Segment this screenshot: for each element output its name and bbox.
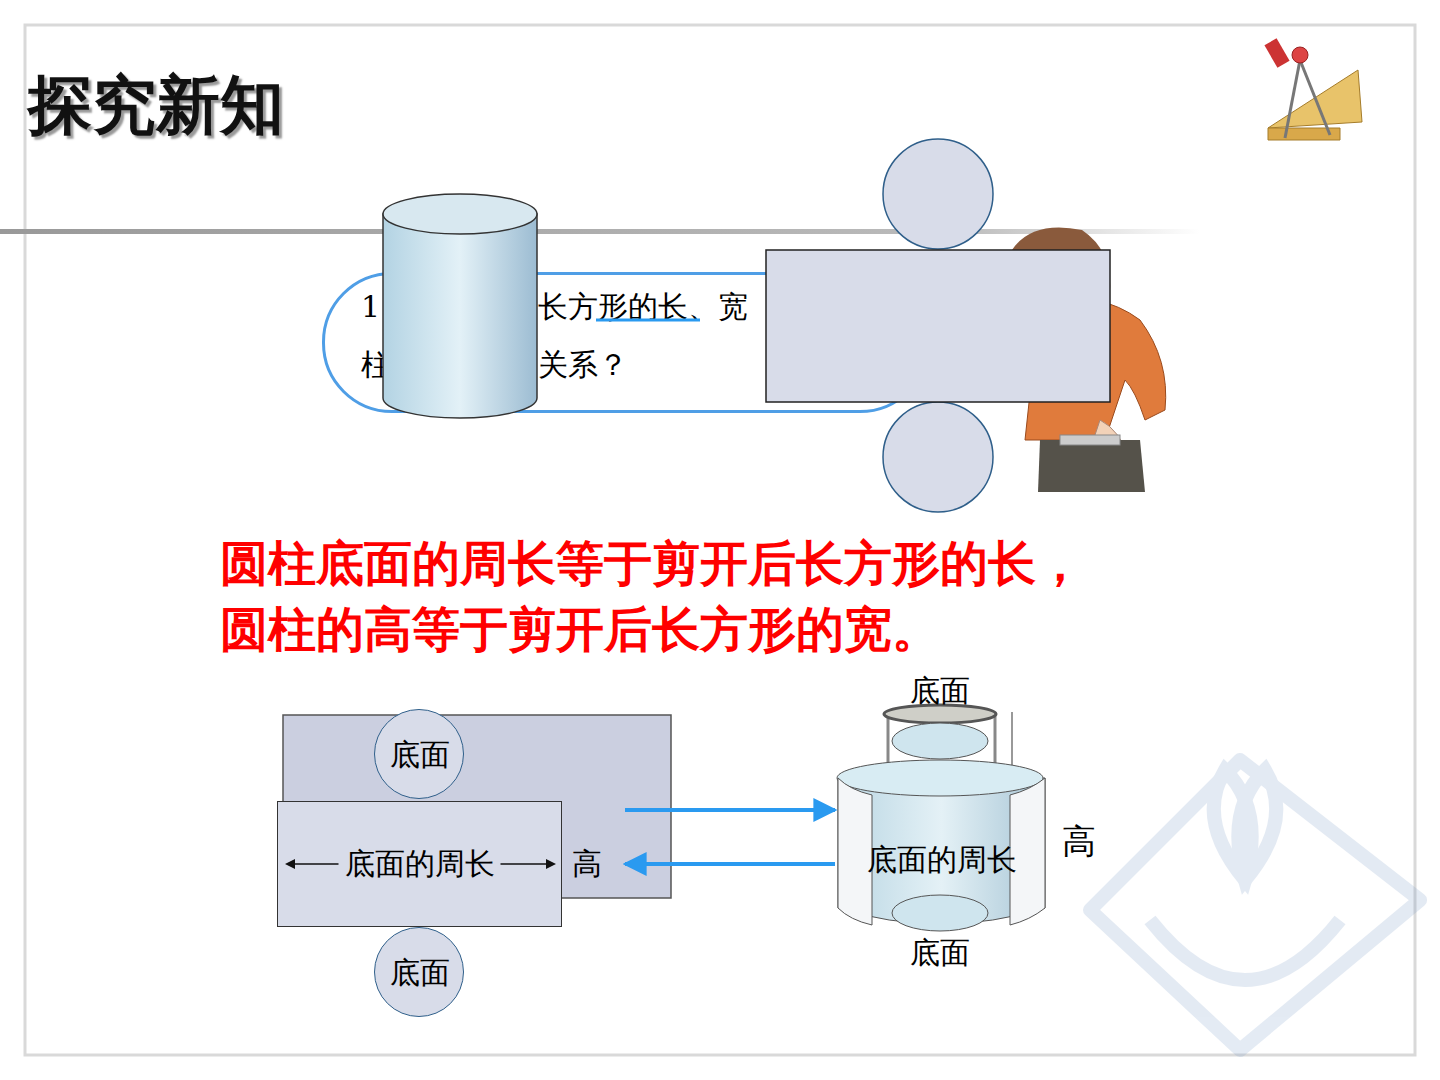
flow-arrow (625, 862, 835, 866)
node-text: 底面的周长 (345, 847, 495, 882)
title-rule (0, 229, 1200, 234)
page-title: 探究新知 (28, 62, 284, 149)
part-label: 底面 (910, 674, 970, 709)
part-label: 高 (1062, 822, 1096, 861)
node-text: 1 (361, 290, 380, 325)
node-text: 长方形的长、宽 (538, 290, 748, 325)
node-text: 柱 (361, 348, 391, 383)
rolled-sheet: 底面的周长 (838, 795, 1045, 925)
rolling-cylinder (837, 705, 1045, 931)
question-box: 1 长方形的长、宽柱 关系？ (322, 272, 930, 413)
watermark-logo (1090, 760, 1420, 1050)
tool-icon (1264, 38, 1362, 140)
conclusion-text: 圆柱底面的周长等于剪开后长方形的长， (220, 536, 1084, 591)
cylinder-solid (383, 194, 537, 418)
base-circle: 底面 (374, 709, 464, 799)
node-text: 关系？ (538, 348, 628, 383)
base-circle: 底面 (374, 927, 464, 1017)
lateral-rectangle: 底面的周长 高 (277, 801, 617, 927)
conclusion-text: 圆柱的高等于剪开后长方形的宽。 (220, 602, 940, 657)
node-text: 底面的周长 (867, 843, 1017, 878)
unfolded-cylinder-net (766, 139, 1110, 512)
teacher-figure (1012, 228, 1166, 493)
page-frame (25, 25, 1415, 1055)
flow-arrow (625, 808, 835, 812)
part-label: 底面 (910, 936, 970, 971)
node-text: 高 (572, 847, 602, 882)
node-text: 底面 (390, 956, 450, 991)
node-text: 底面 (390, 738, 450, 773)
